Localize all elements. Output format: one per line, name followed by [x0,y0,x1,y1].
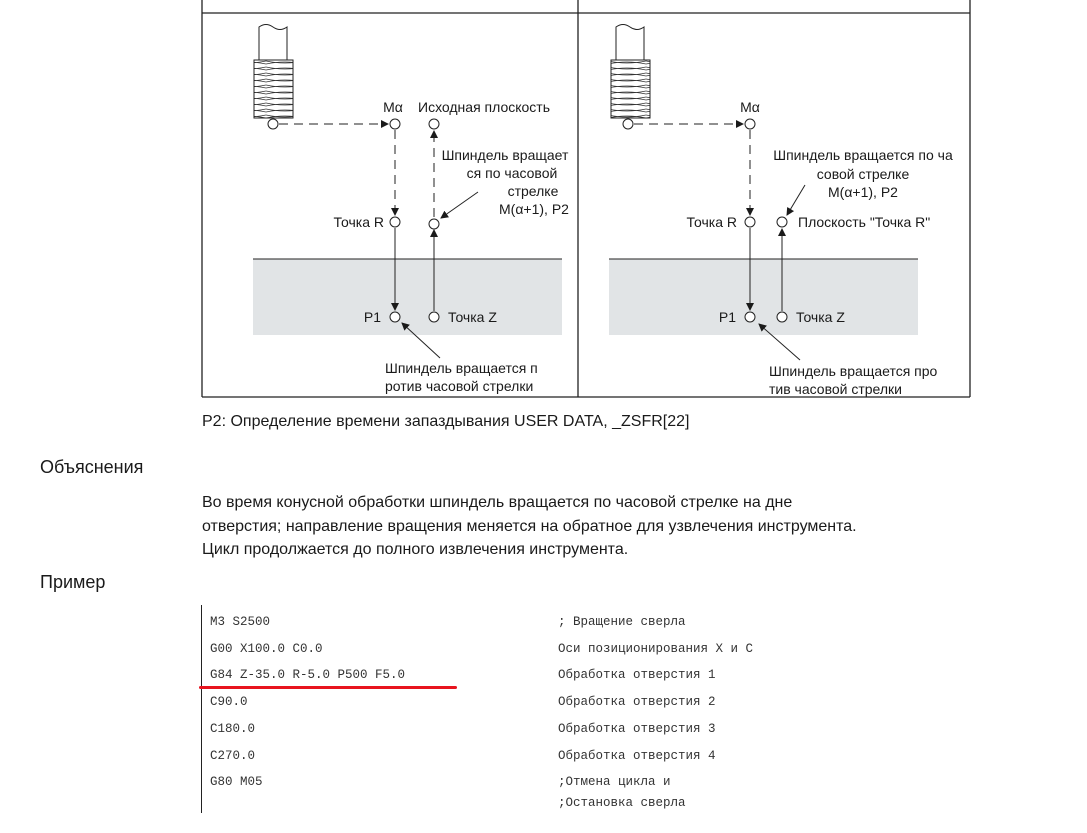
code-line: G00 X100.0 C0.0 [210,641,323,656]
explanation-text: Во время конусной обработки шпиндель вра… [202,491,857,562]
code-comment: Обработка отверстия 4 [558,748,716,763]
explanation-line: Во время конусной обработки шпиндель вра… [202,494,793,511]
figure-caption: P2: Определение времени запаздывания USE… [202,413,690,430]
code-comment: Оси позиционирования X и C [558,641,754,656]
note-cw: Шпиндель вращает ся по часовой стрелке M… [442,147,570,217]
svg-text:Шпиндель вращается по ча: Шпиндель вращается по ча [773,147,953,163]
label-point-z: Точка Z [448,309,497,325]
note-ccw: Шпиндель вращается про тив часовой стрел… [769,363,938,397]
explanation-line: отверстия; направление вращения меняется… [202,517,857,535]
highlight-underline [199,686,457,689]
code-line: G84 Z-35.0 R-5.0 P500 F5.0 [210,668,406,683]
label-point-z: Точка Z [796,309,845,325]
explanation-line: Цикл продолжается до полного извлечения … [202,541,629,558]
label-point-r: Точка R [687,214,737,230]
figure-frame [201,0,971,398]
code-line: G80 M05 [210,775,263,790]
code-comment: ;Отмена цикла и [558,775,671,790]
workpiece [609,259,918,335]
tap-tool-icon [253,24,294,130]
code-line: C90.0 [210,695,248,710]
svg-text:M(α+1), P2: M(α+1), P2 [828,184,898,200]
tap-tool-icon [610,24,651,130]
code-comment: Обработка отверстия 3 [558,721,716,736]
explanation-heading: Объяснения [40,457,144,477]
code-comment: Обработка отверстия 1 [558,668,716,683]
code-line: C180.0 [210,721,256,736]
label-m-alpha: Mα [383,99,403,115]
label-r-plane: Плоскость "Точка R" [798,214,930,230]
svg-text:Шпиндель вращается п: Шпиндель вращается п [385,360,538,376]
workpiece [253,259,562,335]
label-m-alpha: Mα [740,99,760,115]
svg-text:ся по часовой: ся по часовой [467,165,558,181]
code-example [201,605,802,813]
svg-text:M(α+1), P2: M(α+1), P2 [499,201,569,217]
code-comment: ; Вращение сверла [558,615,686,629]
label-p1: P1 [719,309,736,325]
code-comment: Обработка отверстия 2 [558,695,716,710]
label-point-r: Точка R [334,214,384,230]
svg-text:Шпиндель вращает: Шпиндель вращает [442,147,569,163]
right-diagram: Mα Точка R Плоскость "Точка R" P1 Точка … [609,24,953,397]
code-line: C270.0 [210,748,256,763]
note-ccw: Шпиндель вращается п ротив часовой стрел… [385,360,538,394]
label-p1: P1 [364,309,381,325]
svg-text:стрелке: стрелке [508,183,559,199]
code-line: M3 S2500 [210,615,271,629]
svg-text:тив часовой стрелки: тив часовой стрелки [769,381,902,397]
note-cw: Шпиндель вращается по ча совой стрелке M… [773,147,953,200]
svg-text:Шпиндель вращается про: Шпиндель вращается про [769,363,938,379]
svg-text:совой стрелке: совой стрелке [817,166,910,182]
svg-text:ротив часовой стрелки: ротив часовой стрелки [385,378,533,394]
example-heading: Пример [40,572,106,592]
left-diagram: Mα Исходная плоскость Точка R P1 Точка Z… [253,24,570,394]
tapping-cycle-figure: Mα Исходная плоскость Точка R P1 Точка Z… [201,0,971,398]
code-comment: ;Остановка сверла [558,795,686,810]
label-initial-plane: Исходная плоскость [418,99,550,115]
